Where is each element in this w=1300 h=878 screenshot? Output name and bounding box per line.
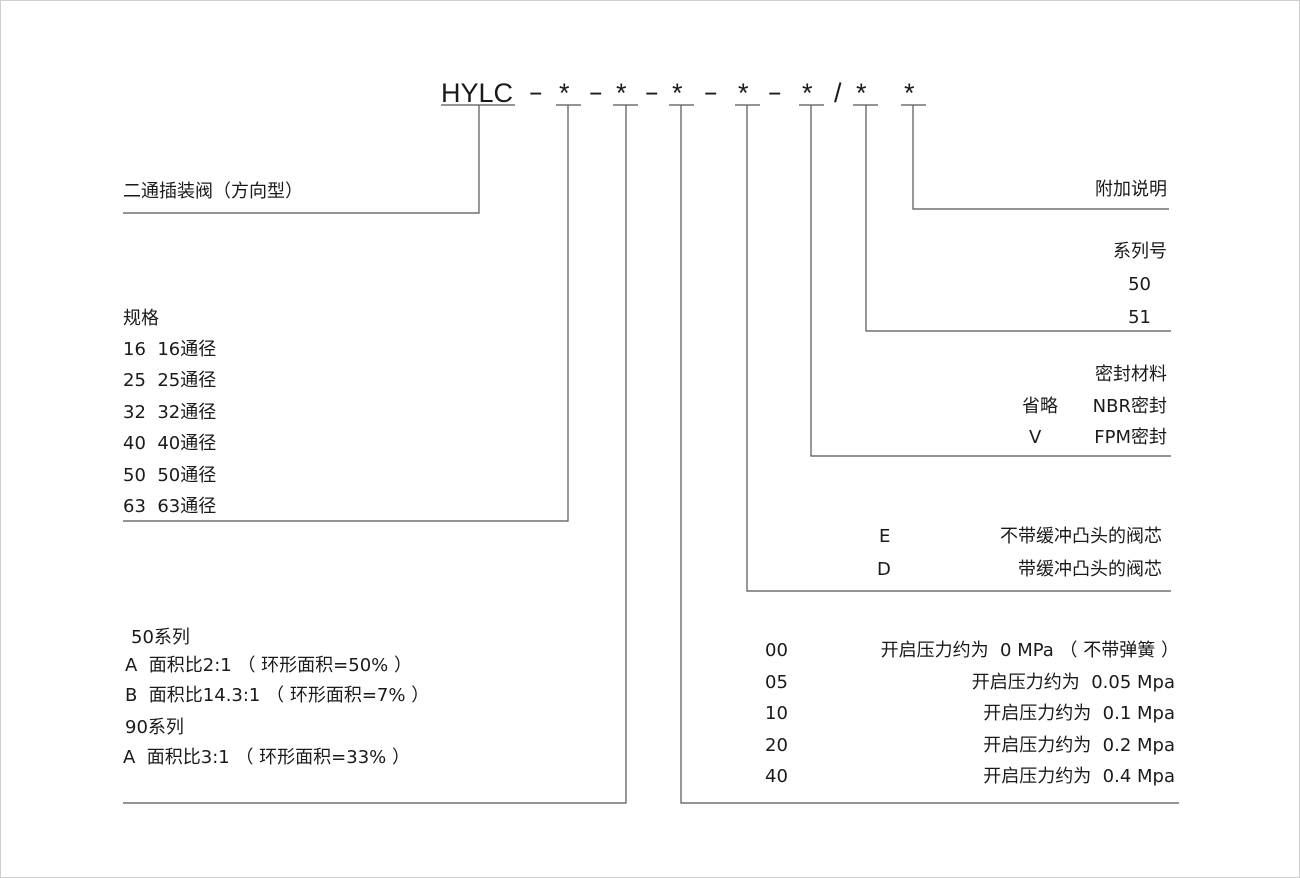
leader-spool <box>735 104 1171 592</box>
code-sep: – <box>529 77 543 108</box>
code-sep: – <box>704 77 718 108</box>
underline-prefix <box>123 104 515 214</box>
code-sep: – <box>589 77 603 108</box>
spool-desc: 带缓冲凸头的阀芯 <box>1018 559 1162 580</box>
seal-desc: NBR密封 <box>1092 396 1167 417</box>
leader-series <box>853 104 1171 332</box>
size-item: 63 63通径 <box>123 496 217 517</box>
leader-pressure <box>669 104 1179 804</box>
size-item: 32 32通径 <box>123 402 217 423</box>
code-star: * <box>559 78 570 108</box>
pressure-code: 20 <box>765 735 788 756</box>
code-star: * <box>616 78 627 108</box>
spool-desc: 不带缓冲凸头的阀芯 <box>1000 526 1162 547</box>
pressure-desc: 开启压力约为 0.2 Mpa <box>983 735 1175 756</box>
area-line: 50系列 <box>131 627 190 648</box>
type-label: 二通插装阀（方向型） <box>123 181 303 202</box>
pressure-desc: 开启压力约为 0.1 Mpa <box>983 703 1175 724</box>
code-slash: / <box>834 78 842 108</box>
size-title: 规格 <box>123 308 159 329</box>
seal-code: V <box>1029 427 1042 448</box>
leader-size <box>123 104 581 522</box>
size-item: 50 50通径 <box>123 465 217 486</box>
series-item: 50 <box>1128 274 1151 295</box>
leader-area <box>123 104 638 804</box>
leader-seal <box>799 104 1171 457</box>
size-item: 40 40通径 <box>123 433 217 454</box>
pressure-code: 00 <box>765 640 788 661</box>
area-line: 90系列 <box>125 717 184 738</box>
code-star: * <box>904 78 915 108</box>
leader-extra <box>901 104 1169 210</box>
pressure-code: 40 <box>765 766 788 787</box>
code-star: * <box>738 78 749 108</box>
series-title: 系列号 <box>1113 241 1167 262</box>
area-line: B 面积比14.3:1 （ 环形面积=7% ） <box>125 685 430 706</box>
code-star: * <box>856 78 867 108</box>
area-line: A 面积比2:1 （ 环形面积=50% ） <box>125 655 412 676</box>
seal-title: 密封材料 <box>1095 364 1167 385</box>
code-star: * <box>802 78 813 108</box>
pressure-code: 10 <box>765 703 788 724</box>
seal-code: 省略 <box>1022 396 1058 417</box>
spool-code: E <box>879 526 891 547</box>
area-line: A 面积比3:1 （ 环形面积=33% ） <box>123 747 410 768</box>
spool-code: D <box>877 559 891 580</box>
pressure-desc: 开启压力约为 0.05 Mpa <box>971 672 1175 693</box>
code-star: * <box>672 78 683 108</box>
seal-desc: FPM密封 <box>1094 427 1167 448</box>
code-sep: – <box>645 77 659 108</box>
size-item: 25 25通径 <box>123 370 217 391</box>
code-sep: – <box>768 77 782 108</box>
code-prefix: HYLC <box>441 78 514 108</box>
extra-label: 附加说明 <box>1095 179 1167 200</box>
size-item: 16 16通径 <box>123 339 217 360</box>
series-item: 51 <box>1128 307 1151 328</box>
pressure-desc: 开启压力约为 0 MPa （ 不带弹簧 ） <box>880 640 1179 661</box>
pressure-desc: 开启压力约为 0.4 Mpa <box>983 766 1175 787</box>
pressure-code: 05 <box>765 672 788 693</box>
